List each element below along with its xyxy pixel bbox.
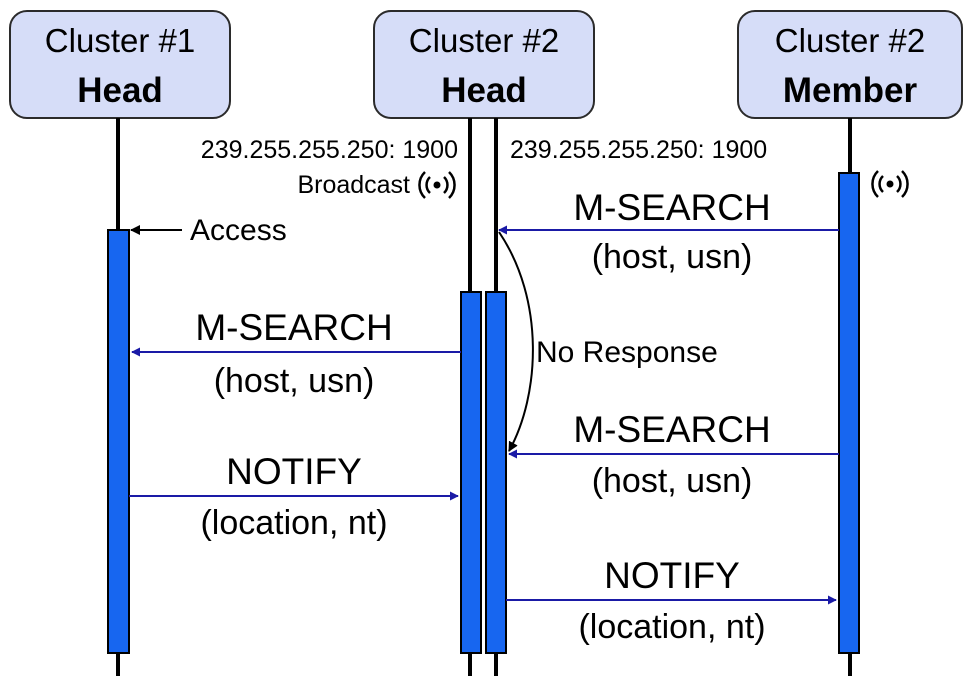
- no-response-label: No Response: [536, 336, 718, 369]
- no-response-arrow: [498, 231, 534, 452]
- participant-label-line1: Cluster #2: [409, 22, 559, 59]
- activation-bar-cluster1-head: [107, 229, 130, 654]
- message-msearch-3: M-SEARCH (host, usn): [508, 409, 839, 500]
- broadcast-icon: [871, 170, 909, 198]
- multicast-address-left: 239.255.255.250: 1900: [201, 136, 458, 164]
- participant-cluster1-head: Cluster #1 Head: [9, 10, 231, 119]
- message-notify-2: NOTIFY (location, nt): [506, 555, 837, 646]
- participant-label-line2: Head: [441, 71, 527, 110]
- message-label: NOTIFY: [604, 555, 740, 596]
- broadcast-icon: [418, 171, 456, 199]
- message-params: (location, nt): [200, 504, 387, 542]
- message-label: NOTIFY: [226, 451, 362, 492]
- participant-label-line1: Cluster #1: [45, 22, 195, 59]
- activation-bar-cluster2-member: [838, 172, 860, 654]
- message-label: M-SEARCH: [195, 307, 392, 348]
- participant-box: [373, 10, 595, 119]
- multicast-address-right: 239.255.255.250: 1900: [510, 136, 767, 164]
- message-label: M-SEARCH: [573, 187, 770, 228]
- participant-label-line2: Member: [783, 71, 918, 110]
- participant-label-line2: Head: [77, 71, 163, 110]
- participant-cluster2-head: Cluster #2 Head: [373, 10, 595, 119]
- message-params: (host, usn): [592, 462, 753, 500]
- broadcast-label: Broadcast: [297, 171, 410, 199]
- participant-label-line1: Cluster #2: [775, 22, 925, 59]
- message-msearch-1: M-SEARCH (host, usn): [498, 187, 839, 276]
- message-label: M-SEARCH: [573, 409, 770, 450]
- activation-bar-cluster2-head-a: [460, 291, 482, 654]
- activation-bar-cluster2-head-b: [485, 291, 507, 654]
- access-label: Access: [190, 214, 287, 247]
- message-params: (location, nt): [578, 608, 765, 646]
- message-params: (host, usn): [214, 362, 375, 400]
- participant-cluster2-member: Cluster #2 Member: [737, 10, 963, 119]
- message-notify-1: NOTIFY (location, nt): [129, 451, 459, 542]
- message-msearch-2: M-SEARCH (host, usn): [131, 307, 461, 400]
- message-params: (host, usn): [592, 238, 753, 276]
